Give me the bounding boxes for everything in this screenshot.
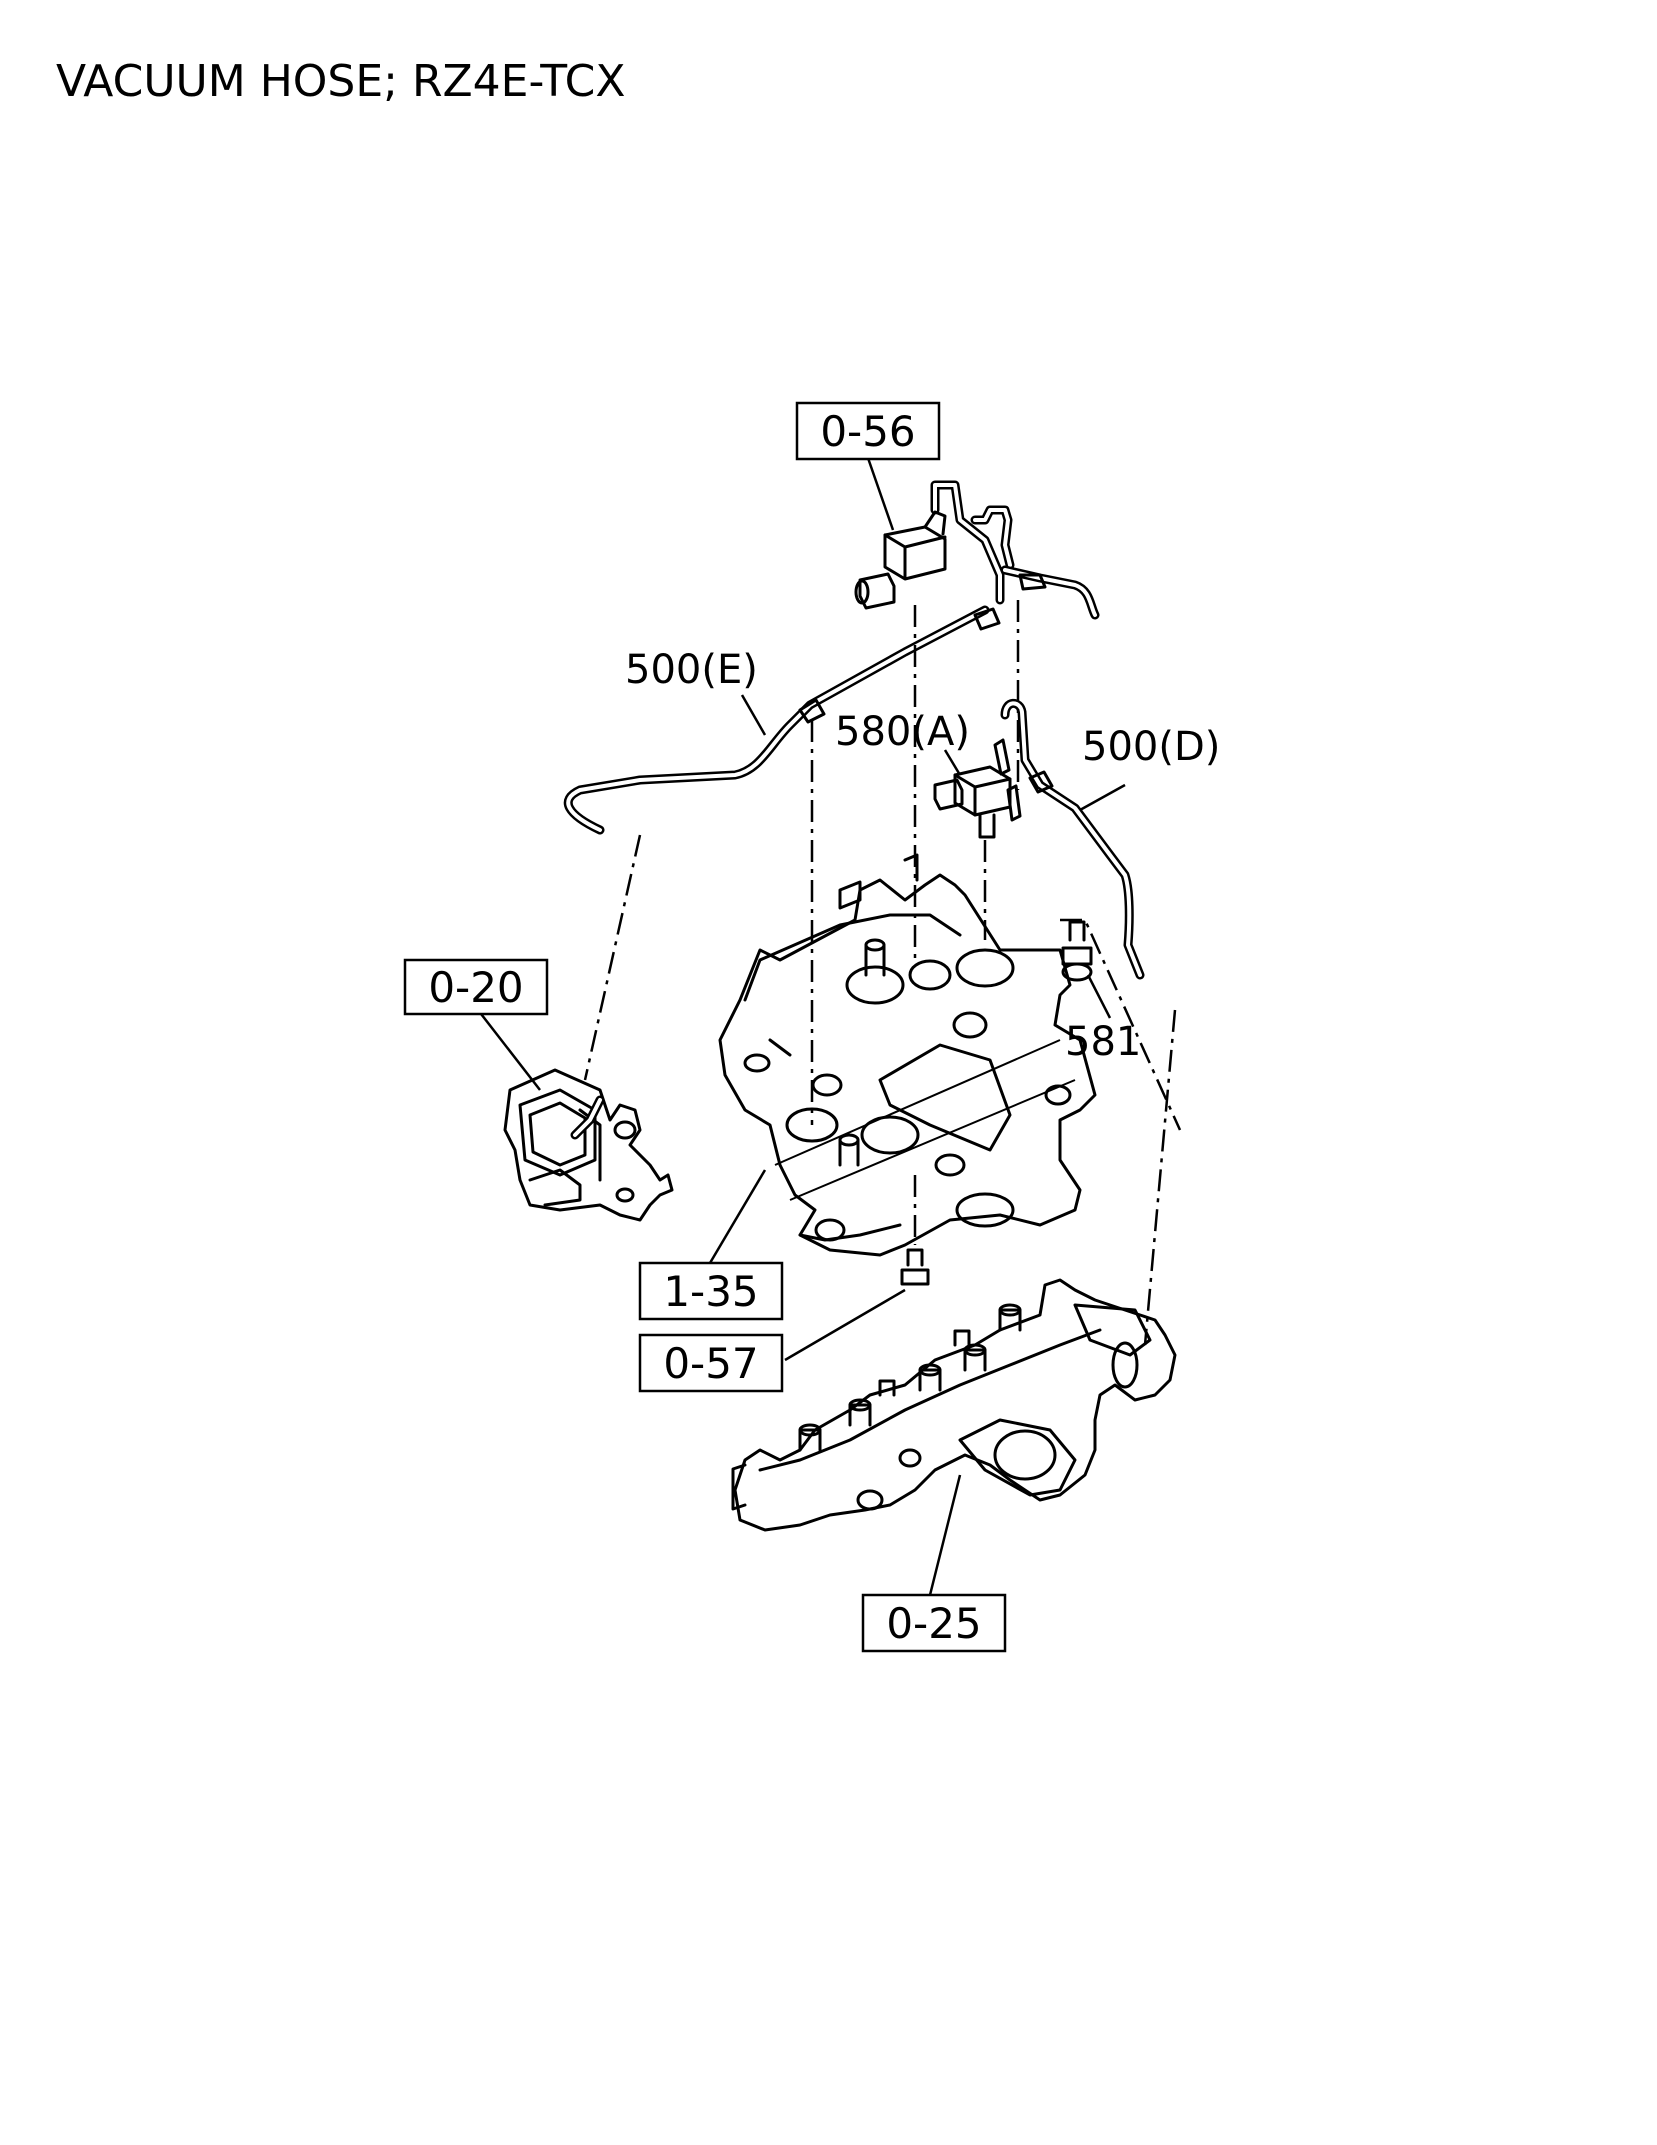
component-0-20 bbox=[503, 1068, 674, 1222]
valve-0-56 bbox=[854, 510, 947, 610]
ref-label-0-20: 0-20 bbox=[403, 958, 549, 1016]
alignment-lines bbox=[583, 600, 1182, 1346]
svg-text:0-57: 0-57 bbox=[663, 1339, 758, 1388]
ref-label-1-35: 1-35 bbox=[638, 1261, 784, 1321]
manifold-plate-1-35 bbox=[718, 853, 1097, 1257]
part-label-581: 581 bbox=[1065, 1019, 1141, 1065]
bolt-0-57 bbox=[900, 1248, 930, 1286]
ref-label-0-57: 0-57 bbox=[638, 1333, 784, 1393]
exhaust-manifold-0-25 bbox=[731, 1278, 1177, 1532]
vacuum-hose-500e bbox=[563, 605, 990, 835]
ref-label-0-56: 0-56 bbox=[795, 401, 941, 461]
part-label-580a: 580(A) bbox=[835, 709, 970, 755]
svg-text:0-25: 0-25 bbox=[886, 1599, 981, 1648]
manifold-ports bbox=[798, 1303, 1022, 1452]
part-label-500e: 500(E) bbox=[625, 647, 758, 693]
valve-580a bbox=[933, 765, 1022, 839]
svg-text:0-20: 0-20 bbox=[428, 963, 523, 1012]
svg-text:1-35: 1-35 bbox=[663, 1267, 758, 1316]
vacuum-hose-500d bbox=[993, 698, 1145, 980]
bolt-581 bbox=[1061, 920, 1093, 982]
leader-lines bbox=[477, 457, 1126, 1596]
part-label-500d: 500(D) bbox=[1082, 724, 1220, 770]
page-title: VACUUM HOSE; RZ4E-TCX bbox=[56, 56, 626, 107]
svg-text:0-56: 0-56 bbox=[820, 407, 915, 456]
upper-hose-group bbox=[930, 480, 1100, 631]
ref-label-0-25: 0-25 bbox=[861, 1593, 1007, 1653]
